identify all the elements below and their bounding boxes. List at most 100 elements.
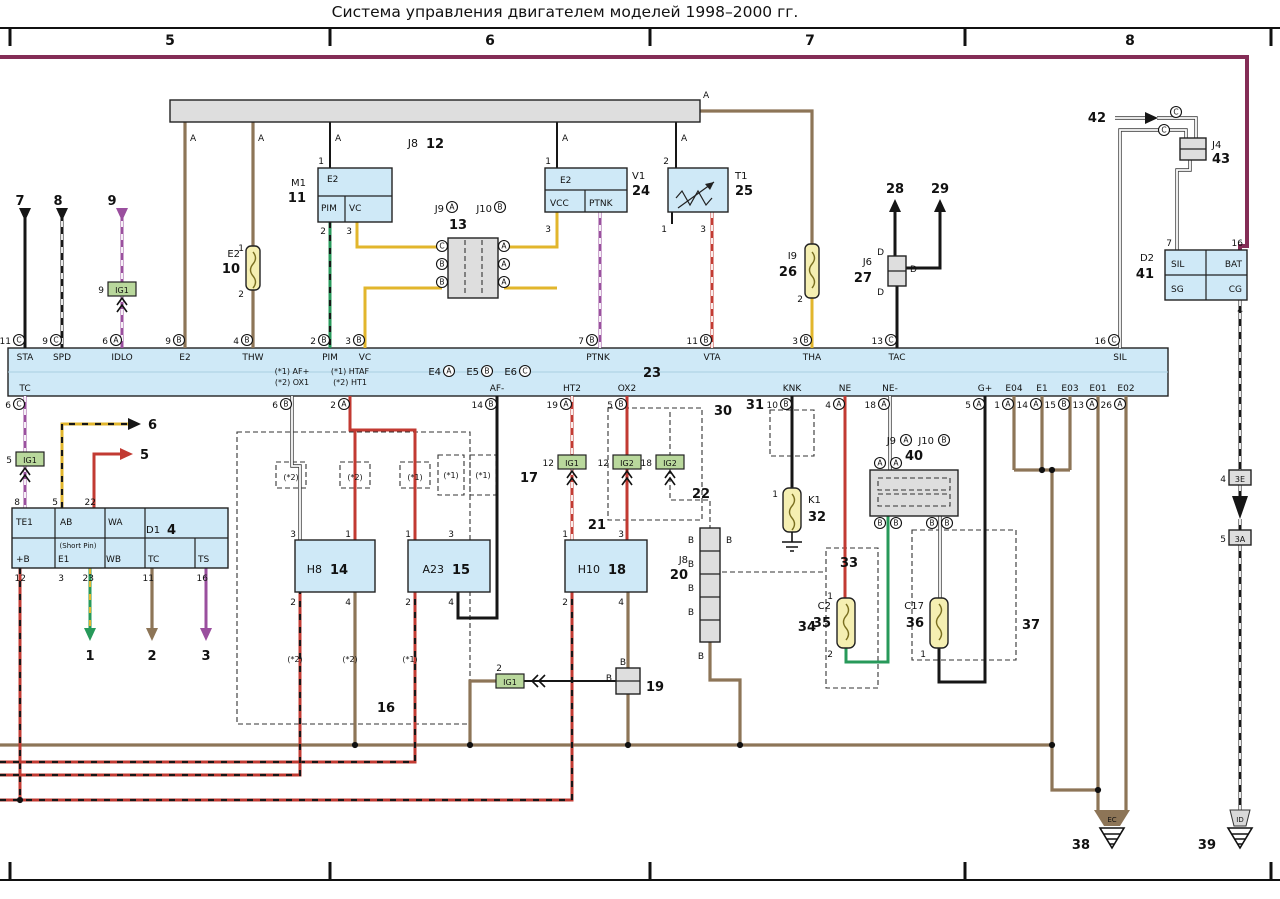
coolant-temp-sensor-e2-10 [245, 245, 261, 291]
text-label: 2 [290, 598, 296, 608]
text-label: M1 [291, 178, 306, 189]
text-label: B [688, 560, 694, 570]
text-label: 16 [377, 701, 395, 716]
pin-letter-circle [799, 333, 813, 347]
text-label: 39 [1198, 838, 1216, 853]
pin-letter: A [113, 336, 119, 345]
bus-pin-number: 11 [0, 337, 11, 347]
text-label: 25 [735, 184, 753, 199]
ground-funnel-ec [1094, 810, 1130, 826]
text-label: 1 [562, 530, 568, 540]
text-label: (*1) [443, 471, 458, 480]
bus-pin-number: 6 [102, 337, 108, 347]
pin-letter-circle [1085, 397, 1099, 411]
text-label: 5 [140, 448, 149, 463]
text-label: 2 [405, 598, 411, 608]
text-label: 5 [6, 456, 12, 466]
text-label: V1 [632, 171, 645, 182]
text-label: 1 [661, 225, 667, 235]
pin-letter: A [563, 400, 569, 409]
pin-letter-circle [614, 397, 628, 411]
text-label: A [562, 134, 569, 144]
text-label: 36 [906, 616, 924, 631]
grounds [782, 532, 1254, 850]
text-label: J4 [1211, 140, 1221, 151]
text-label: IG2 [620, 459, 634, 468]
text-label: 19 [646, 680, 664, 695]
text-label: IG2 [663, 459, 677, 468]
pin-letter: C [439, 242, 444, 251]
pin-letter-circle [1113, 397, 1127, 411]
knock-sensor-ground [782, 532, 802, 552]
pin-letter-circle [12, 333, 26, 347]
pin-letter: B [488, 400, 493, 409]
ruler-number: 6 [485, 33, 495, 49]
bus-pin-number: 19 [547, 401, 559, 411]
pin-letter-circle [889, 516, 903, 530]
text-label: J9 [434, 204, 444, 215]
text-label: 24 [632, 184, 650, 199]
pin-letter: C [1111, 336, 1116, 345]
connector-j9-j10-13 [447, 237, 499, 299]
pin-letter: A [501, 278, 507, 287]
wires-green [88, 222, 890, 664]
arrow-2-icon [146, 628, 158, 641]
text-label: 12 [543, 459, 554, 469]
pin-letter-circle [585, 333, 599, 347]
bus-pin-name: TAC [887, 353, 905, 363]
text-label: 26 [779, 265, 797, 280]
potentiometer-arrow [705, 182, 714, 190]
crank-sensor-c2-35 [836, 597, 856, 649]
bus-pin-number: 26 [1101, 401, 1113, 411]
text-label: SG [1171, 285, 1184, 295]
text-label: (*1) [402, 655, 417, 664]
text-label: C17 [904, 601, 924, 612]
bus-pin-number: 2 [310, 337, 316, 347]
text-label: 40 [905, 449, 923, 464]
text-label: J10 [475, 204, 492, 215]
pin-letter: A [1033, 400, 1039, 409]
text-label: 4 [1220, 475, 1226, 485]
pin-letter: B [244, 336, 249, 345]
pin-letter-circle [1057, 397, 1071, 411]
text-label: 12 [426, 137, 444, 152]
wires-brown [0, 109, 1128, 810]
bus-pin-name: (*1) HTAF [331, 367, 370, 376]
pin-letter-circle [873, 516, 887, 530]
oxygen-sensor-connector-h10-18 [564, 539, 648, 593]
pin-letter: B [439, 278, 444, 287]
text-label: C2 [818, 601, 831, 612]
text-label: VC [349, 204, 361, 214]
pin-letter-circle [279, 397, 293, 411]
text-label: 12 [15, 574, 26, 584]
bus-pin-number: 3 [345, 337, 351, 347]
text-label: 10 [222, 262, 240, 277]
text-label: J10 [917, 436, 934, 447]
connector-j8-20 [699, 527, 721, 643]
text-label: 9 [98, 286, 104, 296]
pin-letter: A [903, 436, 909, 445]
pin-letter: B [439, 260, 444, 269]
text-label: B [688, 536, 694, 546]
pin-letter: B [941, 436, 946, 445]
pin-letter-circle [559, 397, 573, 411]
pin-letter: A [501, 260, 507, 269]
bus-pin-number: 1 [994, 401, 1000, 411]
wires-black [23, 122, 1242, 810]
pin-letter: A [1089, 400, 1095, 409]
ground-symbol-38 [1098, 827, 1126, 850]
text-label: 14 [330, 563, 348, 578]
text-label: D [910, 265, 917, 275]
bus-pin-name: E2 [179, 353, 190, 363]
text-label: 4 [448, 598, 454, 608]
pin-letter: A [501, 242, 507, 251]
pin-letter: B [176, 336, 181, 345]
text-label: A [703, 91, 710, 101]
pin-letter-circle [1001, 397, 1015, 411]
pin-letter-circle [497, 275, 511, 289]
bus-pin-name: PIM [322, 353, 338, 363]
text-label: A [681, 134, 688, 144]
